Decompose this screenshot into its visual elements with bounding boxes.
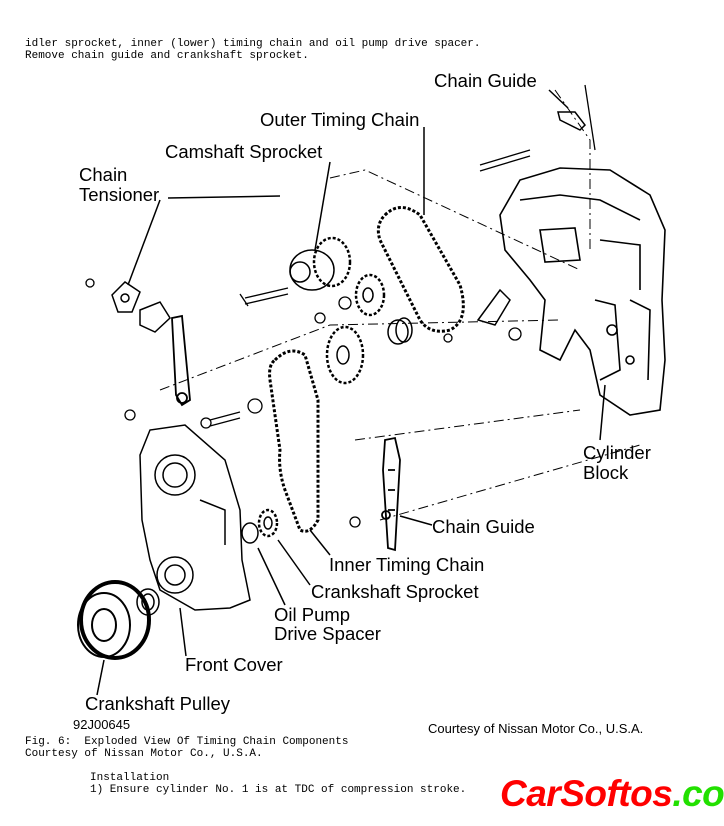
caption-line-2: Courtesy of Nissan Motor Co., U.S.A. [25, 748, 263, 760]
oil-pump-drive-spacer [241, 522, 259, 544]
inner-timing-chain [268, 349, 320, 533]
installation-heading: Installation [90, 772, 170, 784]
outer-timing-chain [376, 206, 465, 333]
figure-courtesy: Courtesy of Nissan Motor Co., U.S.A. [428, 721, 644, 736]
label-crankshaft-pulley: Crankshaft Pulley [85, 693, 230, 714]
installation-step-1: 1) Ensure cylinder No. 1 is at TDC of co… [90, 784, 467, 796]
watermark-part2: .com [672, 773, 724, 814]
label-oil-pump-line1: Oil Pump [274, 604, 351, 625]
idler-sprocket-lower [325, 325, 365, 385]
front-cover [139, 424, 251, 611]
crankshaft-pulley [77, 580, 151, 660]
label-cylinder-block-line2: Block [583, 462, 629, 483]
watermark-part1: CarSoftos [500, 773, 673, 814]
spacer [387, 317, 413, 345]
intro-line-2: Remove chain guide and crankshaft sprock… [25, 50, 309, 62]
watermark-logo: CarSoftos.com [500, 773, 724, 815]
intro-line-1: idler sprocket, inner (lower) timing cha… [25, 38, 481, 50]
figure-id: 92J00645 [73, 717, 131, 732]
camshaft-sprocket [289, 236, 352, 291]
label-inner-timing-chain: Inner Timing Chain [329, 554, 485, 575]
cylinder-block [499, 167, 666, 416]
chain-guide-right [476, 288, 511, 326]
chain-tensioner [111, 281, 171, 333]
leader-lines [96, 89, 606, 696]
chain-guide-lower [381, 436, 401, 552]
label-front-cover: Front Cover [185, 654, 283, 675]
caption-line-1: Fig. 6: Exploded View Of Timing Chain Co… [25, 736, 349, 748]
label-outer-timing-chain: Outer Timing Chain [260, 109, 420, 130]
label-chain-guide-top: Chain Guide [434, 70, 537, 91]
label-chain-tensioner-line1: Chain [79, 164, 128, 185]
label-chain-guide-lower: Chain Guide [432, 516, 535, 537]
idler-sprocket-upper [354, 273, 386, 317]
label-crankshaft-sprocket: Crankshaft Sprocket [311, 581, 479, 602]
label-oil-pump-line2: Drive Spacer [274, 623, 381, 644]
chain-guide-top [557, 111, 586, 131]
bolts [85, 84, 596, 528]
label-chain-tensioner-line2: Tensioner [79, 184, 160, 205]
label-camshaft-sprocket: Camshaft Sprocket [165, 141, 323, 162]
crankshaft-sprocket [257, 508, 279, 538]
label-cylinder-block-line1: Cylinder [583, 442, 651, 463]
tensioner-arm [171, 314, 191, 407]
